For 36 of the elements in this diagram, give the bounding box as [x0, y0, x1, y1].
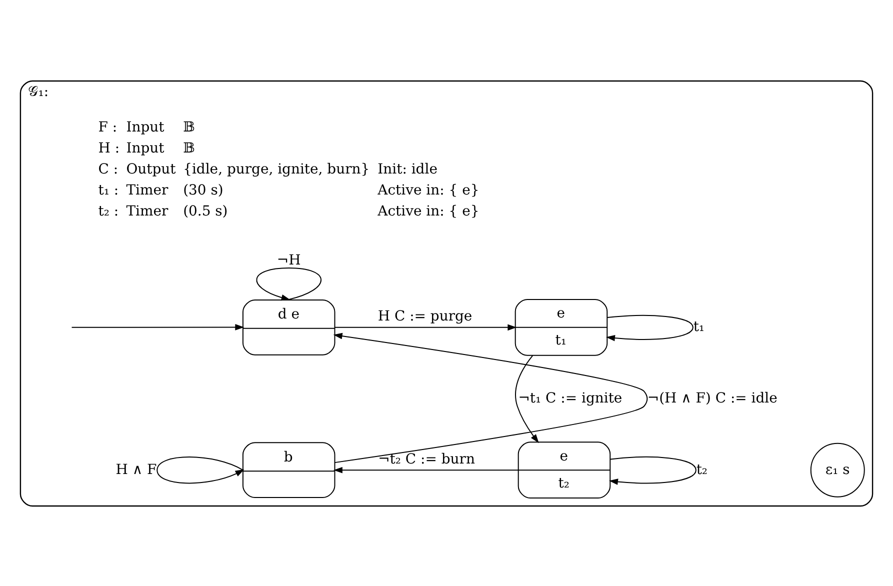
label: F :	[98, 119, 118, 136]
edge-label: t₁	[693, 318, 705, 335]
label: Timer	[126, 182, 168, 198]
label: (30 s)	[183, 182, 224, 198]
edge-label: H C := purge	[378, 308, 472, 324]
edge-label: ¬t₁ C := ignite	[518, 390, 622, 406]
arrow	[334, 324, 517, 330]
label: t₂ :	[98, 202, 119, 219]
label: Output	[126, 160, 176, 177]
label: (0.5 s)	[183, 202, 228, 219]
arrow	[71, 324, 244, 330]
arrow	[156, 456, 244, 484]
edge-label: ¬t₂ C := burn	[378, 450, 475, 467]
label: C :	[98, 160, 118, 177]
node-circle: ε₁ s	[810, 442, 865, 497]
arrow	[333, 332, 648, 463]
label: Active in: { e}	[378, 202, 480, 219]
label: {idle, purge, ignite, burn}	[183, 160, 370, 177]
label: Init: idle	[378, 160, 438, 177]
arrow	[608, 456, 696, 484]
edge-label: ¬H	[276, 252, 301, 268]
edge-label: t₂	[696, 461, 708, 478]
arrow	[333, 466, 518, 473]
label: Timer	[126, 202, 168, 219]
arrow	[606, 314, 694, 341]
label: Active in: { e}	[378, 182, 480, 198]
arrow	[515, 354, 539, 443]
label: 𝔹	[183, 119, 195, 136]
edge-label: H ∧ F	[116, 461, 157, 478]
edge-label: ¬(H ∧ F) C := idle	[647, 390, 778, 406]
label: 𝔹	[183, 140, 195, 156]
label: Input	[126, 140, 164, 156]
label: H :	[98, 140, 120, 156]
arrow	[256, 267, 322, 300]
label: t₁ :	[98, 182, 119, 198]
label: Input	[126, 119, 164, 136]
